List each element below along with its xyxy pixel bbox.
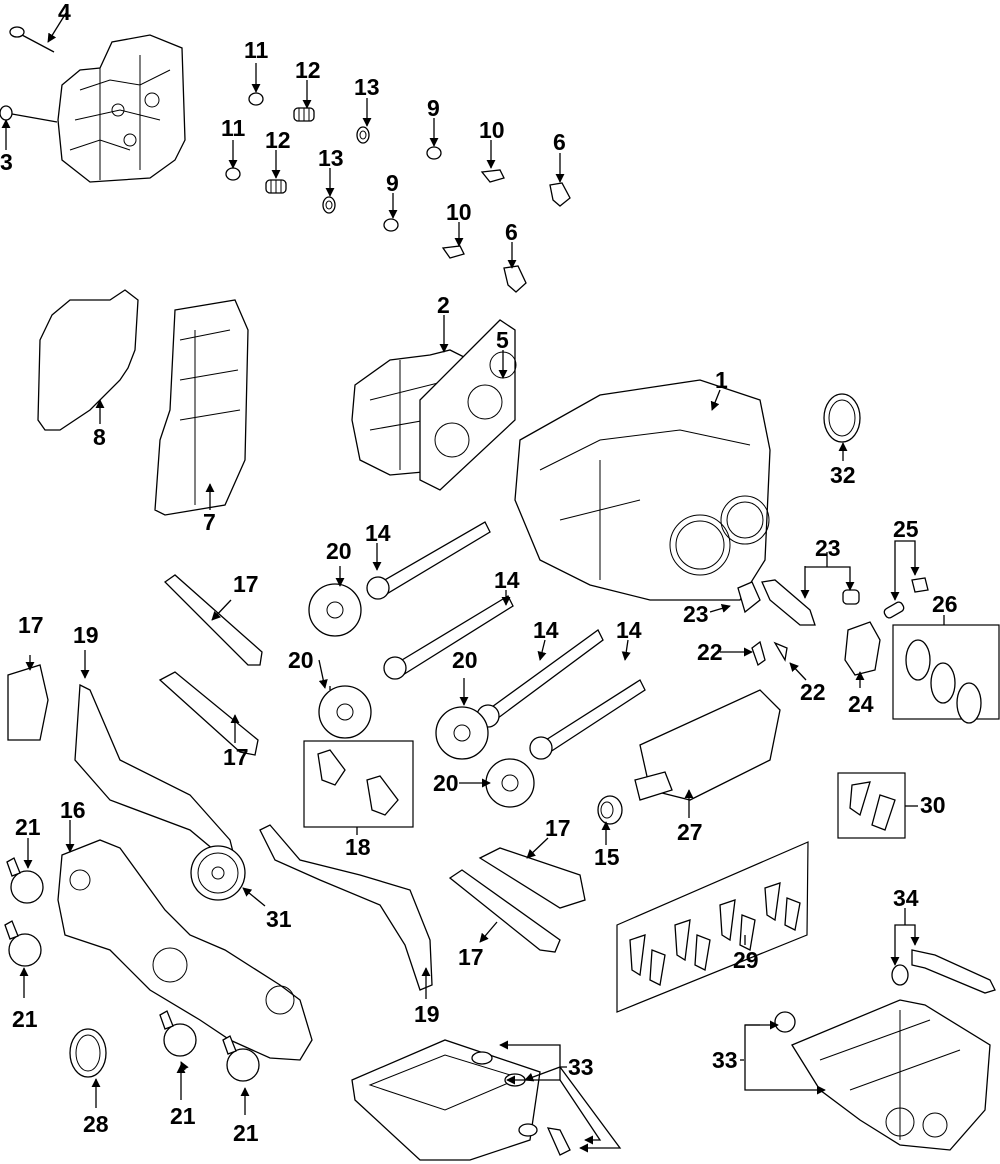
oil-pan-upper-part — [774, 999, 991, 1151]
exhaust-valve-part — [9, 26, 55, 53]
crankshaft-pulley-part — [190, 845, 246, 901]
callout-21b: 21 — [12, 1006, 38, 1032]
front-seal-part — [69, 1028, 107, 1078]
cam-sprockets-part — [308, 583, 535, 808]
crankshaft-part — [597, 689, 781, 825]
callout-32: 32 — [830, 462, 856, 488]
leader-lines — [1, 12, 945, 1153]
callout-20b: 20 — [288, 647, 314, 673]
callout-12a: 12 — [295, 57, 321, 83]
callout-27: 27 — [677, 819, 703, 845]
callout-1: 1 — [715, 367, 728, 393]
oil-pan-lower-part — [351, 1039, 571, 1161]
callout-33b: 33 — [712, 1047, 738, 1073]
camshafts-part — [366, 521, 646, 760]
callout-8: 8 — [93, 424, 106, 450]
solenoids-part — [4, 857, 260, 1082]
timing-cover-part — [57, 839, 313, 1061]
callout-2: 2 — [437, 292, 450, 318]
front-seal-inner — [75, 1034, 101, 1072]
callout-12b: 12 — [265, 127, 291, 153]
connecting-rod-part — [737, 577, 929, 676]
piston-rings-box — [892, 624, 1000, 720]
callout-19a: 19 — [73, 622, 99, 648]
callout-9b: 9 — [386, 170, 399, 196]
callout-21a: 21 — [15, 814, 41, 840]
callout-17b: 17 — [18, 612, 44, 638]
callout-34: 34 — [893, 885, 919, 911]
cylinder-head-left-part — [57, 34, 186, 183]
callout-9a: 9 — [427, 95, 440, 121]
callout-14b: 14 — [494, 567, 520, 593]
callout-20c: 20 — [452, 647, 478, 673]
callout-13a: 13 — [354, 74, 380, 100]
tensioner-kit-part — [317, 749, 399, 816]
thrust-bearing-part — [849, 781, 896, 831]
callout-28: 28 — [83, 1111, 109, 1137]
callout-6b: 6 — [505, 219, 518, 245]
callout-14d: 14 — [616, 617, 642, 643]
callout-17a: 17 — [233, 571, 259, 597]
callout-25: 25 — [893, 516, 919, 542]
callout-26: 26 — [932, 591, 958, 617]
callout-11b: 11 — [221, 115, 246, 141]
callout-17d: 17 — [545, 815, 571, 841]
callout-22b: 22 — [800, 679, 826, 705]
valve-cover-gasket-part — [37, 289, 139, 431]
timing-chain-right-part — [259, 824, 433, 991]
callout-20a: 20 — [326, 538, 352, 564]
callout-33a: 33 — [568, 1054, 594, 1080]
callout-10a: 10 — [479, 117, 505, 143]
oil-pickup-part — [891, 949, 996, 994]
callout-17c: 17 — [223, 744, 249, 770]
callout-13b: 13 — [318, 145, 344, 171]
main-bearing-set-box — [616, 841, 809, 1013]
callout-21d: 21 — [233, 1120, 259, 1146]
callout-3: 3 — [0, 149, 13, 175]
main-bearing-set-part — [629, 882, 801, 986]
callout-22a: 22 — [697, 639, 723, 665]
callout-19b: 19 — [414, 1001, 440, 1027]
callout-29: 29 — [733, 947, 759, 973]
callout-17e: 17 — [458, 944, 484, 970]
rear-main-seal-inner — [828, 399, 856, 437]
callout-31: 31 — [266, 906, 292, 932]
intake-valve-part — [0, 105, 58, 123]
callout-4: 4 — [58, 0, 71, 25]
callout-23b: 23 — [683, 601, 709, 627]
callout-15: 15 — [594, 844, 620, 870]
piston-rings-part — [905, 639, 982, 724]
engine-block-part — [514, 379, 771, 601]
callout-7: 7 — [203, 509, 216, 535]
thrust-bearing-box — [837, 772, 906, 839]
callout-11a: 11 — [244, 37, 269, 63]
callout-30: 30 — [920, 792, 946, 818]
callout-labels: 1 2 3 4 5 6 6 7 8 9 9 10 10 11 11 12 12 … — [0, 0, 958, 1146]
rear-main-seal-part — [823, 393, 861, 443]
callout-6a: 6 — [553, 129, 566, 155]
callout-24: 24 — [848, 691, 874, 717]
callout-16: 16 — [60, 797, 86, 823]
valve-cover-part — [154, 299, 249, 516]
callout-21c: 21 — [170, 1103, 196, 1129]
callout-14c: 14 — [533, 617, 559, 643]
callout-20d: 20 — [433, 770, 459, 796]
callout-10b: 10 — [446, 199, 472, 225]
callout-23a: 23 — [815, 535, 841, 561]
callout-14a: 14 — [365, 520, 391, 546]
callout-5: 5 — [496, 327, 509, 353]
callout-18: 18 — [345, 834, 371, 860]
tensioner-kit-box — [303, 740, 414, 828]
